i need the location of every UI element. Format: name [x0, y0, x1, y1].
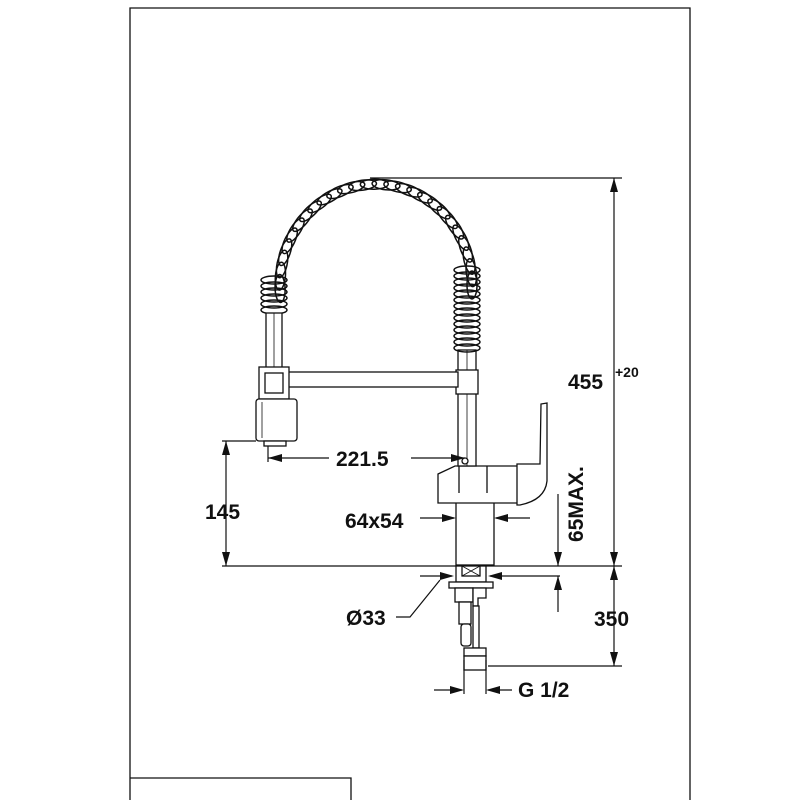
faucet-body: [437, 402, 548, 566]
faucet-tube: [455, 349, 479, 467]
base-size-label: 64x54: [345, 510, 404, 533]
connection-length-label: 350: [594, 608, 629, 631]
spring-coil-arc: [274, 178, 478, 304]
drawing-frame: [129, 7, 691, 800]
mounting-assembly: [448, 565, 494, 671]
mount-thickness-label: 65MAX.: [565, 466, 588, 542]
thread-label: G 1/2: [518, 679, 569, 702]
spring-coil-right: [453, 265, 481, 353]
total-height-label: 455: [568, 371, 603, 394]
spout-arm: [286, 371, 459, 388]
spout-height-label: 145: [205, 501, 240, 524]
spray-head: [255, 312, 298, 447]
mount-hole-diameter-label: Ø33: [346, 607, 386, 630]
spout-reach-label: 221.5: [336, 448, 389, 471]
spring-coil-left: [260, 275, 288, 315]
total-height-tolerance-label: +20: [615, 364, 639, 380]
dimension-arrows: [222, 178, 618, 694]
